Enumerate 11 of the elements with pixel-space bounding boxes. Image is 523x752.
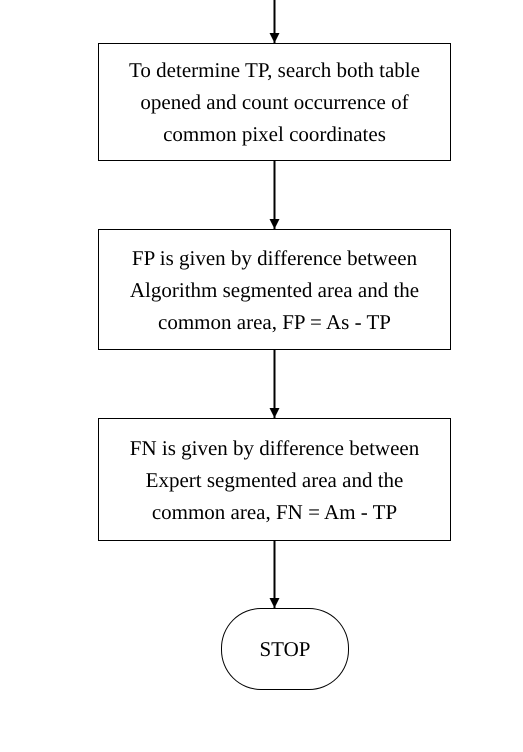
node-text: FN is given by difference between Expert segmented area and the common area, FN = Am - TP xyxy=(128,434,420,526)
node-text: To determine TP, search both table opened and count occurrence of common pixel coordinates xyxy=(128,57,421,148)
node-text: STOP xyxy=(260,636,310,663)
arrow xyxy=(270,541,280,608)
arrow xyxy=(270,350,280,418)
process-box xyxy=(98,418,451,541)
arrow xyxy=(270,0,280,43)
arrow xyxy=(270,161,280,229)
node-text: FP is given by difference between Algorithm segmented area and the common area, FP = As - TP xyxy=(128,244,420,336)
process-box xyxy=(98,229,451,350)
process-box xyxy=(98,43,451,161)
